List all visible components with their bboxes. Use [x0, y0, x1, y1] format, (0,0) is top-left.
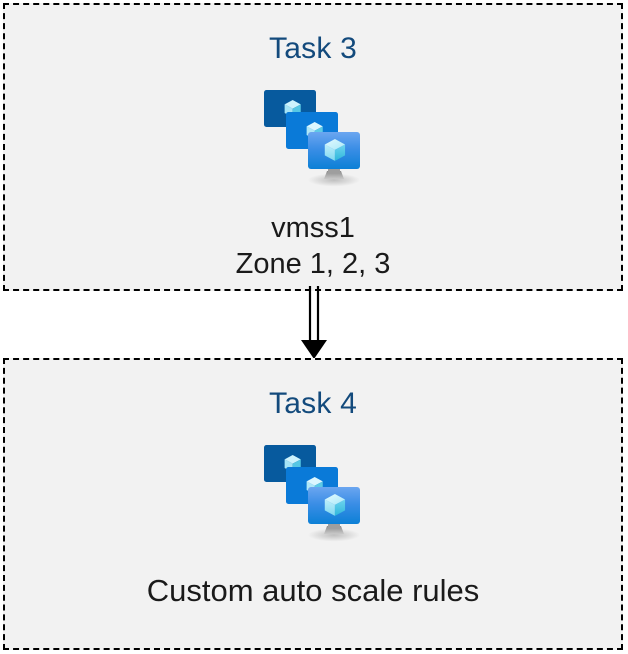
- task4-caption: Custom auto scale rules: [146, 573, 480, 608]
- virtual-machine-scale-set-icon: [258, 439, 368, 543]
- task3-caption: vmss1 Zone 1, 2, 3: [235, 212, 391, 280]
- task4-title: Task 4: [269, 387, 357, 420]
- task-box-task4: Task 4: [3, 358, 623, 650]
- monitor-front-shape: [308, 487, 360, 524]
- monitor-front-shape: [308, 132, 360, 169]
- arrow-down-connector: [296, 286, 332, 360]
- task3-title: Task 3: [269, 32, 357, 65]
- virtual-machine-scale-set-icon: [258, 84, 368, 188]
- task-box-task3: Task 3: [3, 3, 623, 291]
